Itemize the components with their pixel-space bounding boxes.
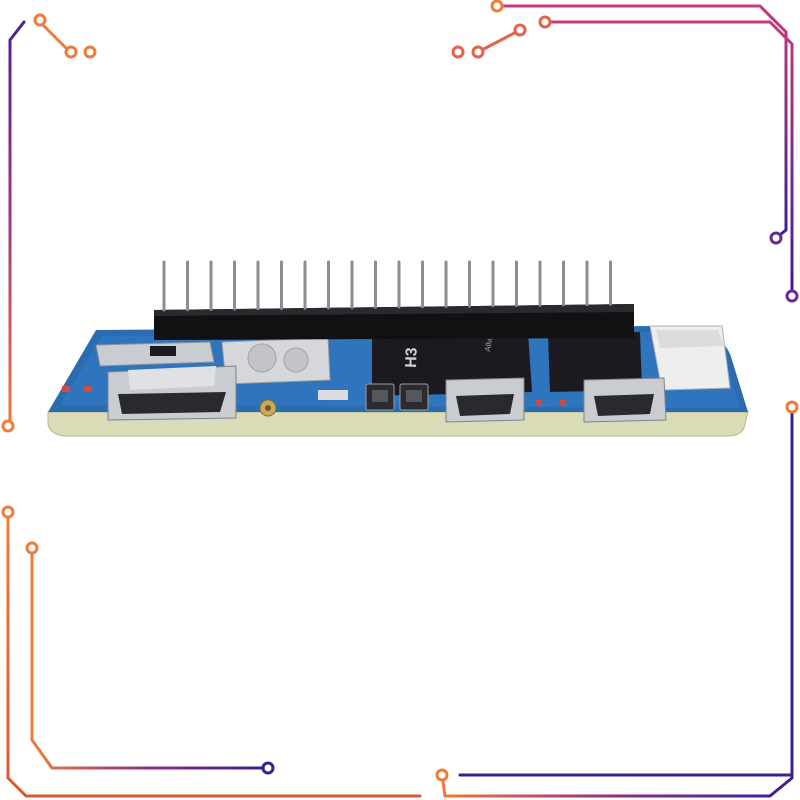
- antenna-connector: [259, 399, 277, 417]
- wifi-module: [221, 337, 331, 385]
- micro-usb-port-2: [583, 377, 667, 423]
- mini-hdmi-port: [107, 365, 237, 421]
- micro-sd-slot: [95, 341, 215, 367]
- camera-connector: [649, 325, 731, 391]
- ram-chip: [548, 332, 642, 392]
- micro-usb-port-1: [445, 377, 525, 423]
- soc-label: H3: [403, 347, 421, 368]
- gpio-header: [154, 260, 634, 340]
